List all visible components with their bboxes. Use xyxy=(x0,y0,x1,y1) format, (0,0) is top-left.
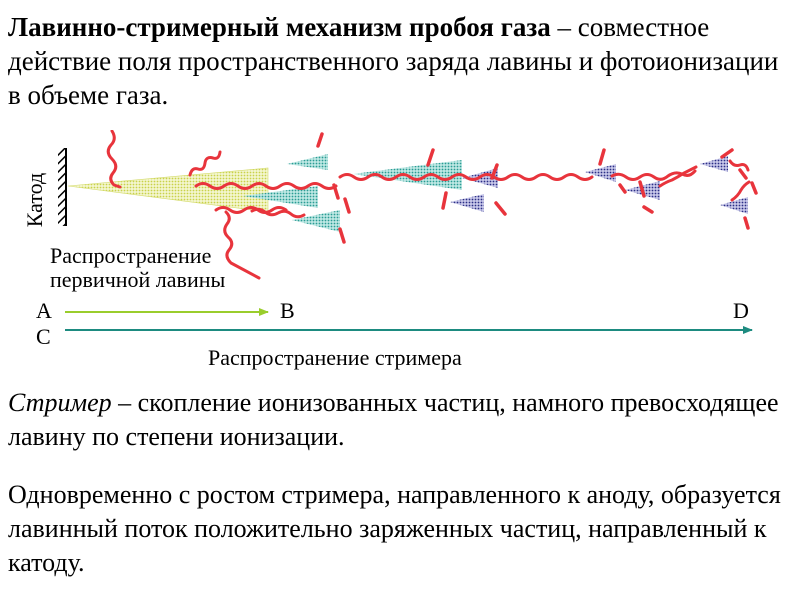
photon-5 xyxy=(223,210,261,280)
photon-2 xyxy=(188,150,222,177)
ionization-sparks xyxy=(316,132,758,244)
point-c-label: C xyxy=(36,324,51,349)
positive-flow-paragraph: Одновременно с ростом стримера, направле… xyxy=(8,480,781,577)
cathode-electrode xyxy=(58,148,67,226)
slide-heading: Лавинно-стримерный механизм пробоя газа … xyxy=(8,10,788,112)
photon-paths xyxy=(106,130,751,280)
streamer-term: Стример xyxy=(8,388,112,417)
photon-4 xyxy=(214,206,288,214)
secondary-avalanche-1 xyxy=(287,154,328,170)
primary-avalanche-label: Распространение первичной лавины xyxy=(50,243,226,292)
secondary-avalanche-3 xyxy=(292,210,340,232)
photon-10 xyxy=(728,159,750,172)
streamer-head-5 xyxy=(700,156,728,172)
photon-7 xyxy=(338,173,594,181)
photon-3 xyxy=(194,182,338,190)
photon-1 xyxy=(106,130,122,189)
photon-9 xyxy=(658,165,698,188)
cathode-label-text: Катод xyxy=(22,172,47,228)
cathode-label: Катод xyxy=(20,155,50,245)
point-d-label: D xyxy=(733,298,749,323)
streamer-head-6 xyxy=(720,197,748,214)
primary-avalanche-cone xyxy=(67,167,269,213)
heading-definition: – совместное действие поля пространствен… xyxy=(8,12,779,110)
streamer-head-2 xyxy=(450,194,484,212)
photon-11 xyxy=(730,180,751,202)
streamer-label: Распространение стримера xyxy=(208,345,462,370)
streamer-head-3 xyxy=(585,164,616,182)
point-a-label: A xyxy=(36,298,52,323)
heading-term: Лавинно-стримерный механизм пробоя газа xyxy=(8,12,551,42)
avalanche-streamer-diagram xyxy=(58,130,758,334)
streamer-definition: Стример – скопление ионизованных частиц,… xyxy=(8,386,798,454)
photon-6 xyxy=(250,207,306,219)
streamer-definition-text: – скопление ионизованных частиц, намного… xyxy=(8,388,779,451)
secondary-avalanche-2 xyxy=(243,186,318,208)
point-b-label: B xyxy=(280,298,295,323)
